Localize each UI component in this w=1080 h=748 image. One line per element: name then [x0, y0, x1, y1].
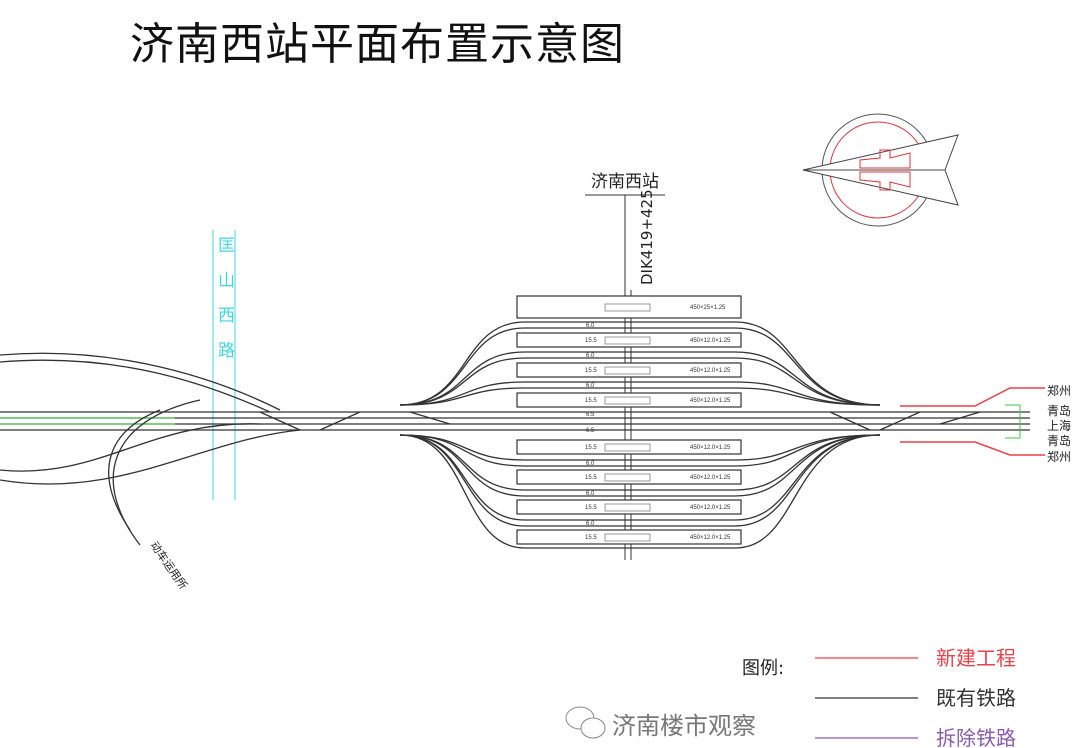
destination-label: 上海 — [1047, 418, 1071, 433]
destination-label: 青岛 — [1047, 433, 1071, 448]
platform-track — [399, 327, 881, 406]
platform-track — [399, 434, 881, 549]
crossover — [829, 411, 871, 431]
track-spacing: 6.5 — [586, 412, 595, 418]
platform: 450×12.0×1.25 15.5 — [516, 392, 742, 408]
legend-existing: 既有铁路 — [936, 686, 1016, 710]
platform-size: 450×12.0×1.25 — [690, 398, 731, 404]
platform-size: 450×12.0×1.25 — [690, 445, 731, 451]
platform-size: 450×12.0×1.25 — [690, 368, 731, 374]
new-track — [900, 387, 1045, 456]
platform-size: 450×25×1.25 — [690, 305, 726, 311]
watermark: 济南楼市观察 — [612, 712, 756, 740]
platform: 450×12.0×1.25 15.5 — [516, 439, 742, 455]
platform-track — [399, 434, 881, 521]
branch-track — [0, 359, 271, 413]
station-name: 济南西站 — [591, 172, 659, 192]
platform-track — [399, 381, 881, 406]
platform-width: 15.5 — [585, 535, 597, 541]
platform-track — [399, 434, 881, 467]
platform-track — [399, 351, 881, 406]
platform-track — [399, 387, 881, 406]
platform-size: 450×12.0×1.25 — [690, 505, 731, 511]
crossover — [409, 411, 451, 425]
platform-width: 15.5 — [585, 338, 597, 344]
legend-new: 新建工程 — [936, 646, 1016, 670]
platform: 450×12.0×1.25 15.5 — [516, 499, 742, 515]
crossover — [259, 411, 301, 431]
legend-removed: 拆除铁路 — [936, 726, 1016, 748]
destination-label: 郑州 — [1047, 383, 1071, 398]
branch-track — [0, 352, 281, 411]
station-mileage: DIK419+425 — [638, 189, 656, 285]
platform-width: 15.5 — [585, 445, 597, 451]
platform: 450×25×1.25 — [516, 295, 742, 319]
platform: 450×12.0×1.25 15.5 — [516, 469, 742, 485]
crossover — [879, 411, 921, 431]
depot-label: 动车运用所 — [148, 539, 191, 592]
platform-width: 15.5 — [585, 475, 597, 481]
north-arrow-icon — [802, 113, 959, 227]
track-layout — [0, 321, 1045, 549]
platform: 450×12.0×1.25 15.5 — [516, 362, 742, 378]
platform-track — [399, 434, 881, 461]
platform-track — [399, 434, 881, 527]
platform-track — [399, 434, 881, 497]
track-spacing: 6.0 — [586, 521, 595, 527]
platform-track — [399, 434, 881, 491]
platform-width: 15.5 — [585, 368, 597, 374]
road-label: 匡山西路 — [214, 236, 235, 376]
platform-track — [399, 357, 881, 406]
platform-size: 450×12.0×1.25 — [690, 475, 731, 481]
green-track — [0, 417, 175, 425]
crossover — [319, 411, 361, 431]
track-spacing: 6.0 — [586, 461, 595, 467]
destination-label: 郑州 — [1047, 449, 1071, 464]
track-spacing: 6.0 — [586, 383, 595, 389]
wechat-icon — [565, 706, 606, 739]
platform-size: 450×12.0×1.25 — [690, 535, 731, 541]
platform-width: 15.5 — [585, 398, 597, 404]
platform: 450×12.0×1.25 15.5 — [516, 529, 742, 545]
platform-width: 15.5 — [585, 505, 597, 511]
platform-size: 450×12.0×1.25 — [690, 338, 731, 344]
page-title: 济南西站平面布置示意图 — [130, 19, 625, 70]
track-spacing: 6.0 — [586, 491, 595, 497]
crossover — [939, 411, 981, 425]
track-spacing: 6.0 — [586, 323, 595, 329]
platforms: 450×25×1.25450×12.0×1.2515.5450×12.0×1.2… — [516, 295, 742, 545]
track-spacing: 6.0 — [586, 353, 595, 359]
platform-track — [399, 321, 881, 406]
destination-label: 青岛 — [1047, 403, 1071, 418]
branch-track — [0, 429, 301, 485]
branch-track — [0, 423, 261, 472]
track-spacing: 6.5 — [586, 428, 595, 434]
platform: 450×12.0×1.25 15.5 — [516, 332, 742, 348]
branch-track — [108, 409, 161, 531]
legend-heading: 图例: — [742, 658, 784, 679]
